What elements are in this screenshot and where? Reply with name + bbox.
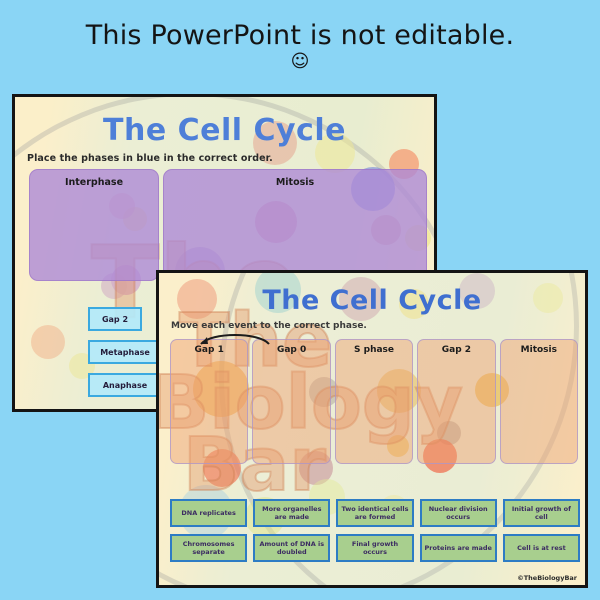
decorative-circle [533, 283, 563, 313]
phase-drop-zone-mitosis[interactable]: Mitosis [163, 169, 427, 281]
decorative-circle [399, 289, 429, 319]
column-header: Gap 1 [194, 345, 224, 355]
draggable-event-chromosomes-separate[interactable]: Chromosomes separate [170, 534, 248, 562]
header-title: This PowerPoint is not editable. [85, 20, 515, 51]
slide-1-title: The Cell Cycle [103, 113, 346, 148]
draggable-label-anaphase[interactable]: Anaphase [88, 373, 162, 397]
phase-label: Mitosis [275, 177, 315, 188]
decorative-circle [253, 121, 297, 165]
event-row-2: Chromosomes separate Amount of DNA is do… [170, 534, 581, 562]
phase-columns: Gap 1 Gap 0 S phase Gap 2 Mitosis [170, 339, 579, 464]
smiley-icon: ☺ [290, 51, 310, 73]
decorative-circle [309, 377, 339, 407]
slide-2-cell-cycle-events[interactable]: The Biology Bar The Cell Cycle Move each… [156, 270, 588, 588]
column-header: Gap 2 [441, 345, 472, 355]
decorative-circle [31, 325, 65, 359]
decorative-circle [387, 435, 409, 457]
decorative-circle [339, 277, 383, 321]
event-label-bank: DNA replicates More organelles are made … [170, 499, 581, 569]
draggable-event-nuclear-division[interactable]: Nuclear division occurs [419, 499, 497, 527]
column-header: Gap 0 [276, 345, 307, 355]
decorative-circle [423, 439, 457, 473]
copyright-notice: ©TheBiologyBar [517, 574, 577, 582]
draggable-event-final-growth[interactable]: Final growth occurs [336, 534, 414, 562]
phase-column-gap-2[interactable]: Gap 2 [417, 339, 496, 464]
draggable-event-two-identical-cells[interactable]: Two identical cells are formed [336, 499, 414, 527]
decorative-circle [193, 361, 249, 417]
decorative-circle [475, 373, 509, 407]
decorative-circle [203, 449, 241, 487]
phase-column-mitosis[interactable]: Mitosis [499, 339, 579, 464]
slide-1-subtitle: Place the phases in blue in the correct … [27, 153, 273, 164]
slide-2-content: The Biology Bar The Cell Cycle Move each… [159, 273, 585, 585]
draggable-event-cell-is-at-rest[interactable]: Cell is at rest [502, 534, 581, 562]
draggable-event-dna-replicates[interactable]: DNA replicates [170, 499, 248, 527]
draggable-event-amount-of-dna-doubled[interactable]: Amount of DNA is doubled [253, 534, 331, 562]
draggable-label-metaphase[interactable]: Metaphase [88, 340, 162, 364]
column-header: S phase [354, 345, 395, 355]
draggable-label-gap-2[interactable]: Gap 2 [88, 307, 142, 331]
header: This PowerPoint is not editable. ☺ [0, 20, 600, 73]
draggable-event-more-organelles[interactable]: More organelles are made [253, 499, 331, 527]
phase-column-gap-0[interactable]: Gap 0 [252, 339, 331, 464]
draggable-event-proteins-are-made[interactable]: Proteins are made [419, 534, 497, 562]
draggable-event-initial-growth[interactable]: Initial growth of cell [502, 499, 581, 527]
phase-column-gap-1[interactable]: Gap 1 [170, 339, 249, 464]
decorative-circle [315, 133, 355, 173]
phase-drop-zone-interphase[interactable]: Interphase [29, 169, 159, 281]
phase-label: Interphase [64, 177, 124, 188]
slide-2-subtitle: Move each event to the correct phase. [171, 321, 367, 331]
decorative-circle [255, 273, 301, 313]
decorative-circle [377, 369, 421, 413]
event-row-1: DNA replicates More organelles are made … [170, 499, 581, 527]
decorative-circle [299, 451, 333, 485]
decorative-circle [177, 279, 217, 319]
slide-2-background-wash [159, 273, 585, 585]
column-header: Mitosis [520, 345, 557, 355]
slide-2-title: The Cell Cycle [262, 285, 482, 316]
phase-column-s-phase[interactable]: S phase [334, 339, 414, 464]
decorative-circle [459, 273, 495, 309]
